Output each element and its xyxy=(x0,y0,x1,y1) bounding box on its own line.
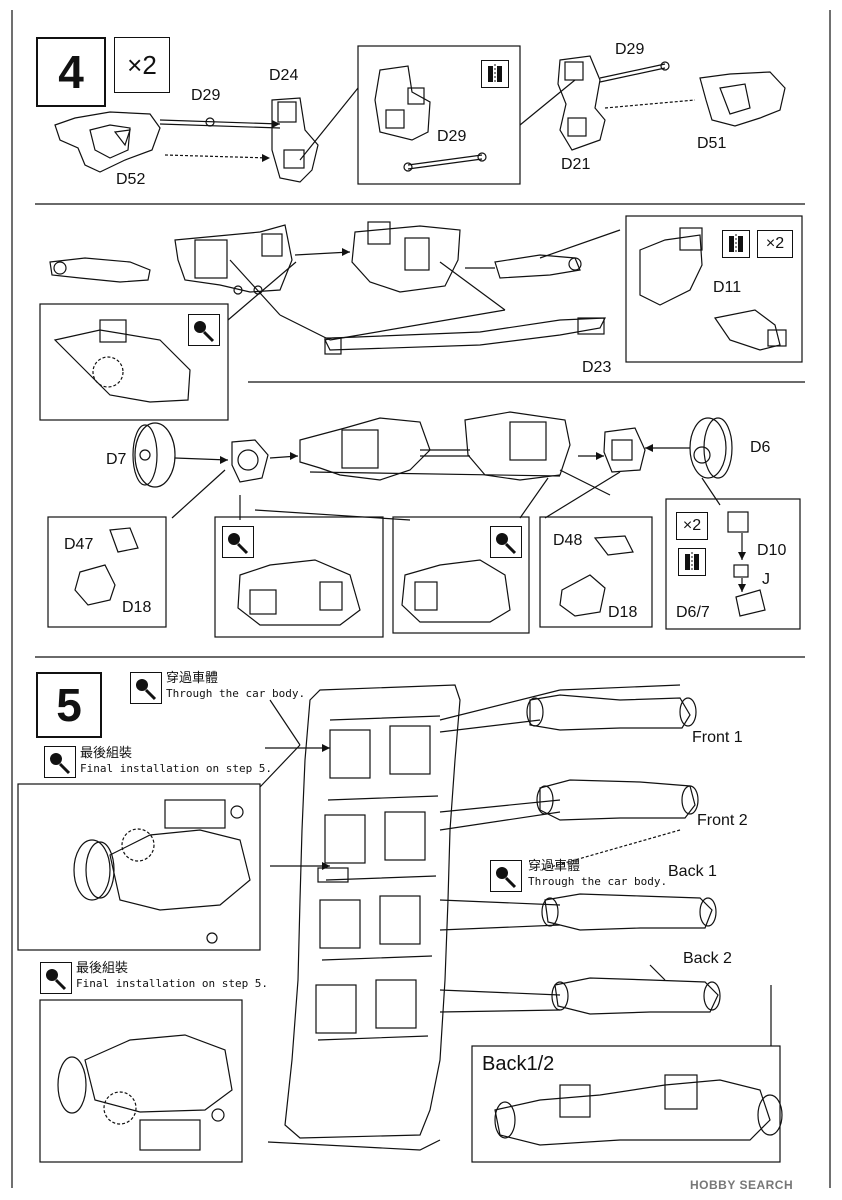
step-5-number: 5 xyxy=(36,672,102,738)
step-4-multiplier: ×2 xyxy=(114,37,170,93)
part-label-d10: D10 xyxy=(757,542,787,559)
through-body-label-en: Through the car body. xyxy=(166,687,306,700)
part-label-d29: D29 xyxy=(615,41,645,58)
hobby-search-watermark: HOBBY SEARCH xyxy=(690,1178,794,1192)
part-label-d18: D18 xyxy=(122,599,152,616)
part-label-d18: D18 xyxy=(608,604,638,621)
part-label-d47: D47 xyxy=(64,536,94,553)
axle-label-back-1: Back 1 xyxy=(668,863,717,880)
glue-icon xyxy=(490,860,522,892)
final-install-label-cn: 最後組裝 xyxy=(80,746,133,761)
glue-icon xyxy=(490,526,522,558)
glue-icon xyxy=(44,746,76,778)
part-label-d6: D6 xyxy=(750,439,771,456)
part-label-d29: D29 xyxy=(191,87,221,104)
glue-icon xyxy=(130,672,162,704)
glue-icon xyxy=(40,962,72,994)
through-body-label-cn: 穿過車體 xyxy=(166,671,219,686)
final-install-label-en: Final installation on step 5. xyxy=(76,977,269,990)
part-label-d21: D21 xyxy=(561,156,591,173)
axle-label-front-2: Front 2 xyxy=(697,812,748,829)
inset-title-back-1-2: Back1/2 xyxy=(482,1053,555,1075)
final-install-label-cn: 最後組裝 xyxy=(76,961,129,976)
axle-label-front-1: Front 1 xyxy=(692,729,743,746)
symmetry-icon xyxy=(481,60,509,88)
step-4-number: 4 xyxy=(36,37,106,107)
through-body-label-cn: 穿過車體 xyxy=(528,859,581,874)
part-label-d29: D29 xyxy=(437,128,467,145)
through-body-label-en: Through the car body. xyxy=(528,875,668,888)
d11-multiplier: ×2 xyxy=(757,230,793,258)
final-install-label-en: Final installation on step 5. xyxy=(80,762,273,775)
part-label-d6-7: D6/7 xyxy=(676,604,710,621)
part-label-d23: D23 xyxy=(582,359,612,376)
part-label-d48: D48 xyxy=(553,532,583,549)
part-label-d11: D11 xyxy=(713,279,742,296)
part-label-d52: D52 xyxy=(116,171,146,188)
symmetry-icon xyxy=(722,230,750,258)
glue-icon xyxy=(188,314,220,346)
part-label-d24: D24 xyxy=(269,67,299,84)
part-label-d7: D7 xyxy=(106,451,127,468)
wheel-multiplier: ×2 xyxy=(676,512,708,540)
axle-label-back-2: Back 2 xyxy=(683,950,732,967)
part-label-j: J xyxy=(762,571,770,588)
part-label-d51: D51 xyxy=(697,135,727,152)
symmetry-icon xyxy=(678,548,706,576)
glue-icon xyxy=(222,526,254,558)
